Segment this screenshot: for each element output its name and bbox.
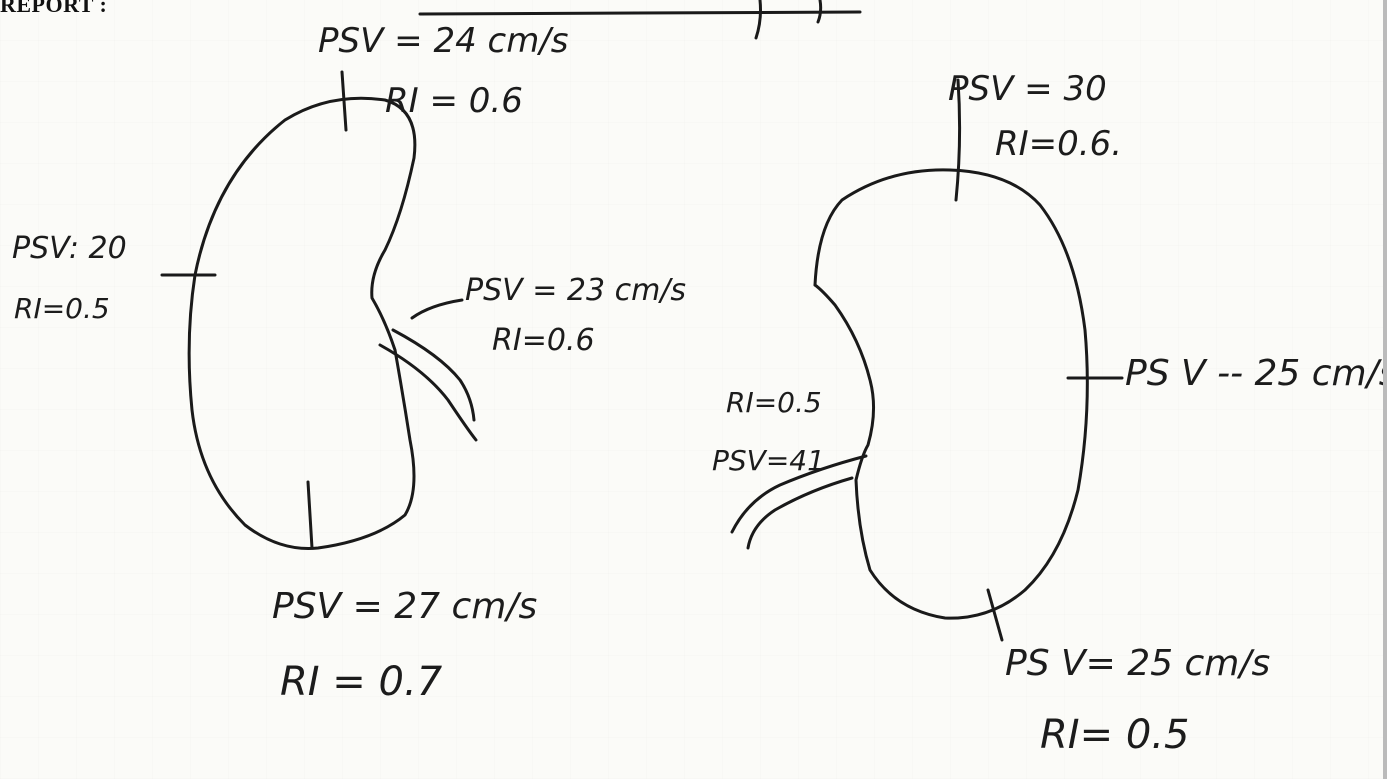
- left-vessel-2: [391, 328, 476, 422]
- left-bottom-ri: RI = 0.7: [280, 659, 443, 705]
- right-hilum-ri: RI=0.5: [726, 386, 822, 419]
- right-top-tick: [954, 78, 962, 202]
- heading-underline: [418, 10, 862, 16]
- left-bottom-tick: [306, 480, 314, 550]
- left-top-tick: [340, 70, 348, 132]
- left-hilum-pointer: [410, 298, 464, 320]
- heading-stroke-1: [754, 0, 762, 40]
- left-vessel-1: [378, 343, 478, 442]
- heading-stroke-2: [816, 0, 823, 24]
- right-hilum-psv: PSV=41: [712, 444, 825, 477]
- right-top-ri: RI=0.6.: [995, 124, 1122, 164]
- left-side-psv: PSV: 20: [12, 231, 127, 266]
- left-top-ri: RI = 0.6: [385, 81, 523, 121]
- left-hilum-ri: RI=0.6: [492, 323, 595, 358]
- right-top-psv: PSV = 30: [948, 69, 1107, 109]
- left-kidney-outline: [187, 96, 417, 551]
- right-side-psv: PS V -- 25 cm/s: [1125, 353, 1387, 394]
- right-bottom-tick: [986, 588, 1004, 642]
- left-bottom-psv: PSV = 27 cm/s: [272, 586, 537, 627]
- page-edge: [1383, 0, 1387, 779]
- right-kidney-outline: [813, 168, 1089, 620]
- left-side-ri: RI=0.5: [14, 292, 110, 325]
- right-vessel-1: [730, 454, 868, 534]
- report-label: REPORT :: [0, 0, 108, 17]
- left-top-psv: PSV = 24 cm/s: [318, 21, 569, 61]
- right-bottom-psv: PS V= 25 cm/s: [1005, 643, 1270, 684]
- right-vessel-2: [746, 476, 854, 550]
- right-bottom-ri: RI= 0.5: [1040, 712, 1189, 758]
- left-hilum-psv: PSV = 23 cm/s: [465, 273, 686, 308]
